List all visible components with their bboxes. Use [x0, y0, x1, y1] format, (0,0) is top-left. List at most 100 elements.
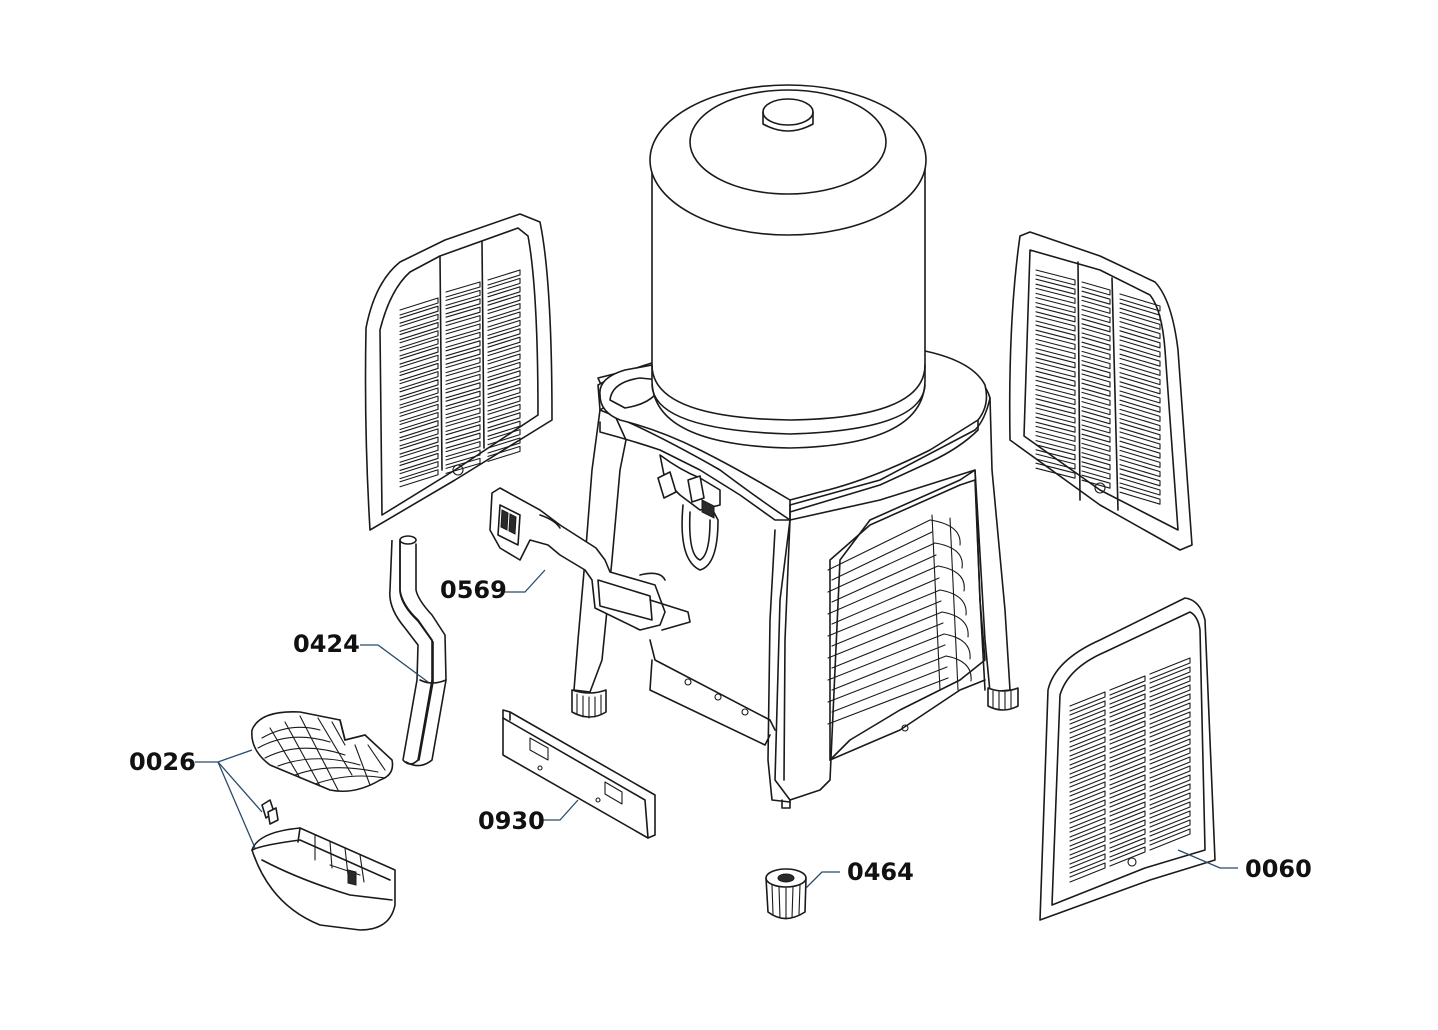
louvre-slat [1035, 379, 1076, 396]
part-0060-front-panel [1039, 597, 1216, 921]
louvre-slat [1035, 352, 1076, 369]
louvre-slat [1081, 345, 1111, 360]
louvre-slat [1119, 459, 1161, 478]
louvre-slat [445, 298, 481, 315]
louvre-slat [1081, 290, 1111, 305]
louvre-slat [1035, 306, 1076, 323]
louvre-slat [487, 303, 521, 320]
louvre-slat [1119, 422, 1161, 441]
louvre-slat [1109, 702, 1146, 723]
callout-0569: 0569 [440, 576, 507, 604]
louvre-slat [1035, 315, 1076, 332]
louvre-slat [1109, 684, 1146, 705]
louvre-slat [1069, 736, 1106, 757]
louvre-slat [399, 395, 439, 414]
louvre-slat [1109, 828, 1146, 849]
louvre-slat [487, 277, 521, 294]
louvre-slat [445, 382, 481, 399]
louvre-slat [1149, 765, 1191, 788]
callout-0464: 0464 [847, 858, 914, 886]
louvre-slat [1109, 756, 1146, 777]
louvre-slat [1069, 808, 1106, 829]
louvre-slat [399, 379, 439, 398]
louvre-slat [1035, 287, 1076, 304]
louvre-slat [1035, 435, 1076, 452]
louvre-slat [399, 362, 439, 381]
louvre-slat [487, 403, 521, 420]
louvre-slat [445, 315, 481, 332]
louvre-slat [1149, 711, 1191, 734]
louvre-slat [1081, 336, 1111, 351]
louvre-slat [1149, 693, 1191, 716]
louvre-slat [399, 420, 439, 439]
louvre-slat [1069, 754, 1106, 775]
louvre-slat [1149, 819, 1191, 842]
louvre-slat [487, 420, 521, 437]
louvre-slat [1069, 772, 1106, 793]
louvre-slat [1035, 297, 1076, 314]
louvre-slat [445, 331, 481, 348]
louvre-slat [487, 328, 521, 345]
louvre-slat [1069, 799, 1106, 820]
louvre-slat [1119, 348, 1161, 367]
louvre-slat [445, 424, 481, 441]
louvre-slat [1081, 456, 1111, 471]
louvre-slat [1081, 355, 1111, 370]
callout-0424: 0424 [293, 630, 360, 658]
condenser-coil [827, 514, 972, 725]
louvre-slat [487, 311, 521, 328]
louvre-slat [399, 436, 439, 455]
louvre-slat [1119, 449, 1161, 468]
louvre-slat [1069, 817, 1106, 838]
louvre-slat [1119, 330, 1161, 349]
machine-body [571, 84, 1019, 809]
louvre-slat [1081, 299, 1111, 314]
callout-0930: 0930 [478, 807, 545, 835]
product-tank [649, 84, 927, 449]
louvre-slat [445, 390, 481, 407]
louvre-slat [1081, 318, 1111, 333]
louvre-slat [1109, 720, 1146, 741]
louvre-slat [1035, 416, 1076, 433]
louvre-slat [487, 336, 521, 353]
louvre-slat [1081, 401, 1111, 416]
louvre-slat [445, 373, 481, 390]
louvre-slat [1035, 333, 1076, 350]
louvre-slat [1035, 324, 1076, 341]
louvre-slat [487, 286, 521, 303]
louvre-slat [445, 323, 481, 340]
louvre-slat [1119, 339, 1161, 358]
tap-assembly [657, 454, 721, 571]
louvre-slat [1035, 343, 1076, 360]
callout-0060: 0060 [1245, 855, 1312, 883]
louvre-slat [1081, 391, 1111, 406]
louvre-slat [1109, 783, 1146, 804]
louvre-slat [487, 387, 521, 404]
louvre-slat [1081, 327, 1111, 342]
louvre-slat [487, 319, 521, 336]
part-0026-drip-tray [251, 711, 396, 931]
louvre-slat [487, 361, 521, 378]
louvre-slat [1035, 398, 1076, 415]
part-0424-tube [388, 535, 447, 767]
louvre-slat [487, 294, 521, 311]
louvre-slat [399, 469, 439, 488]
louvre-slat [445, 289, 481, 306]
louvre-slat [1109, 675, 1146, 696]
louvre-slat [445, 407, 481, 424]
louvre-slat [1149, 720, 1191, 743]
louvre-slat [399, 411, 439, 431]
louvre-slat [1035, 407, 1076, 424]
louvre-slat [1069, 709, 1106, 730]
callout-0026: 0026 [129, 748, 196, 776]
louvre-slat [1069, 844, 1106, 865]
louvre-slat [1069, 745, 1106, 766]
louvre-slat [1119, 394, 1161, 413]
louvre-slat [1149, 774, 1191, 797]
louvre-slat [1149, 666, 1191, 689]
louvre-slat [487, 412, 521, 429]
louvre-slat [1035, 389, 1076, 406]
louvre-slat [1069, 727, 1106, 748]
louvre-slat [1119, 321, 1161, 340]
